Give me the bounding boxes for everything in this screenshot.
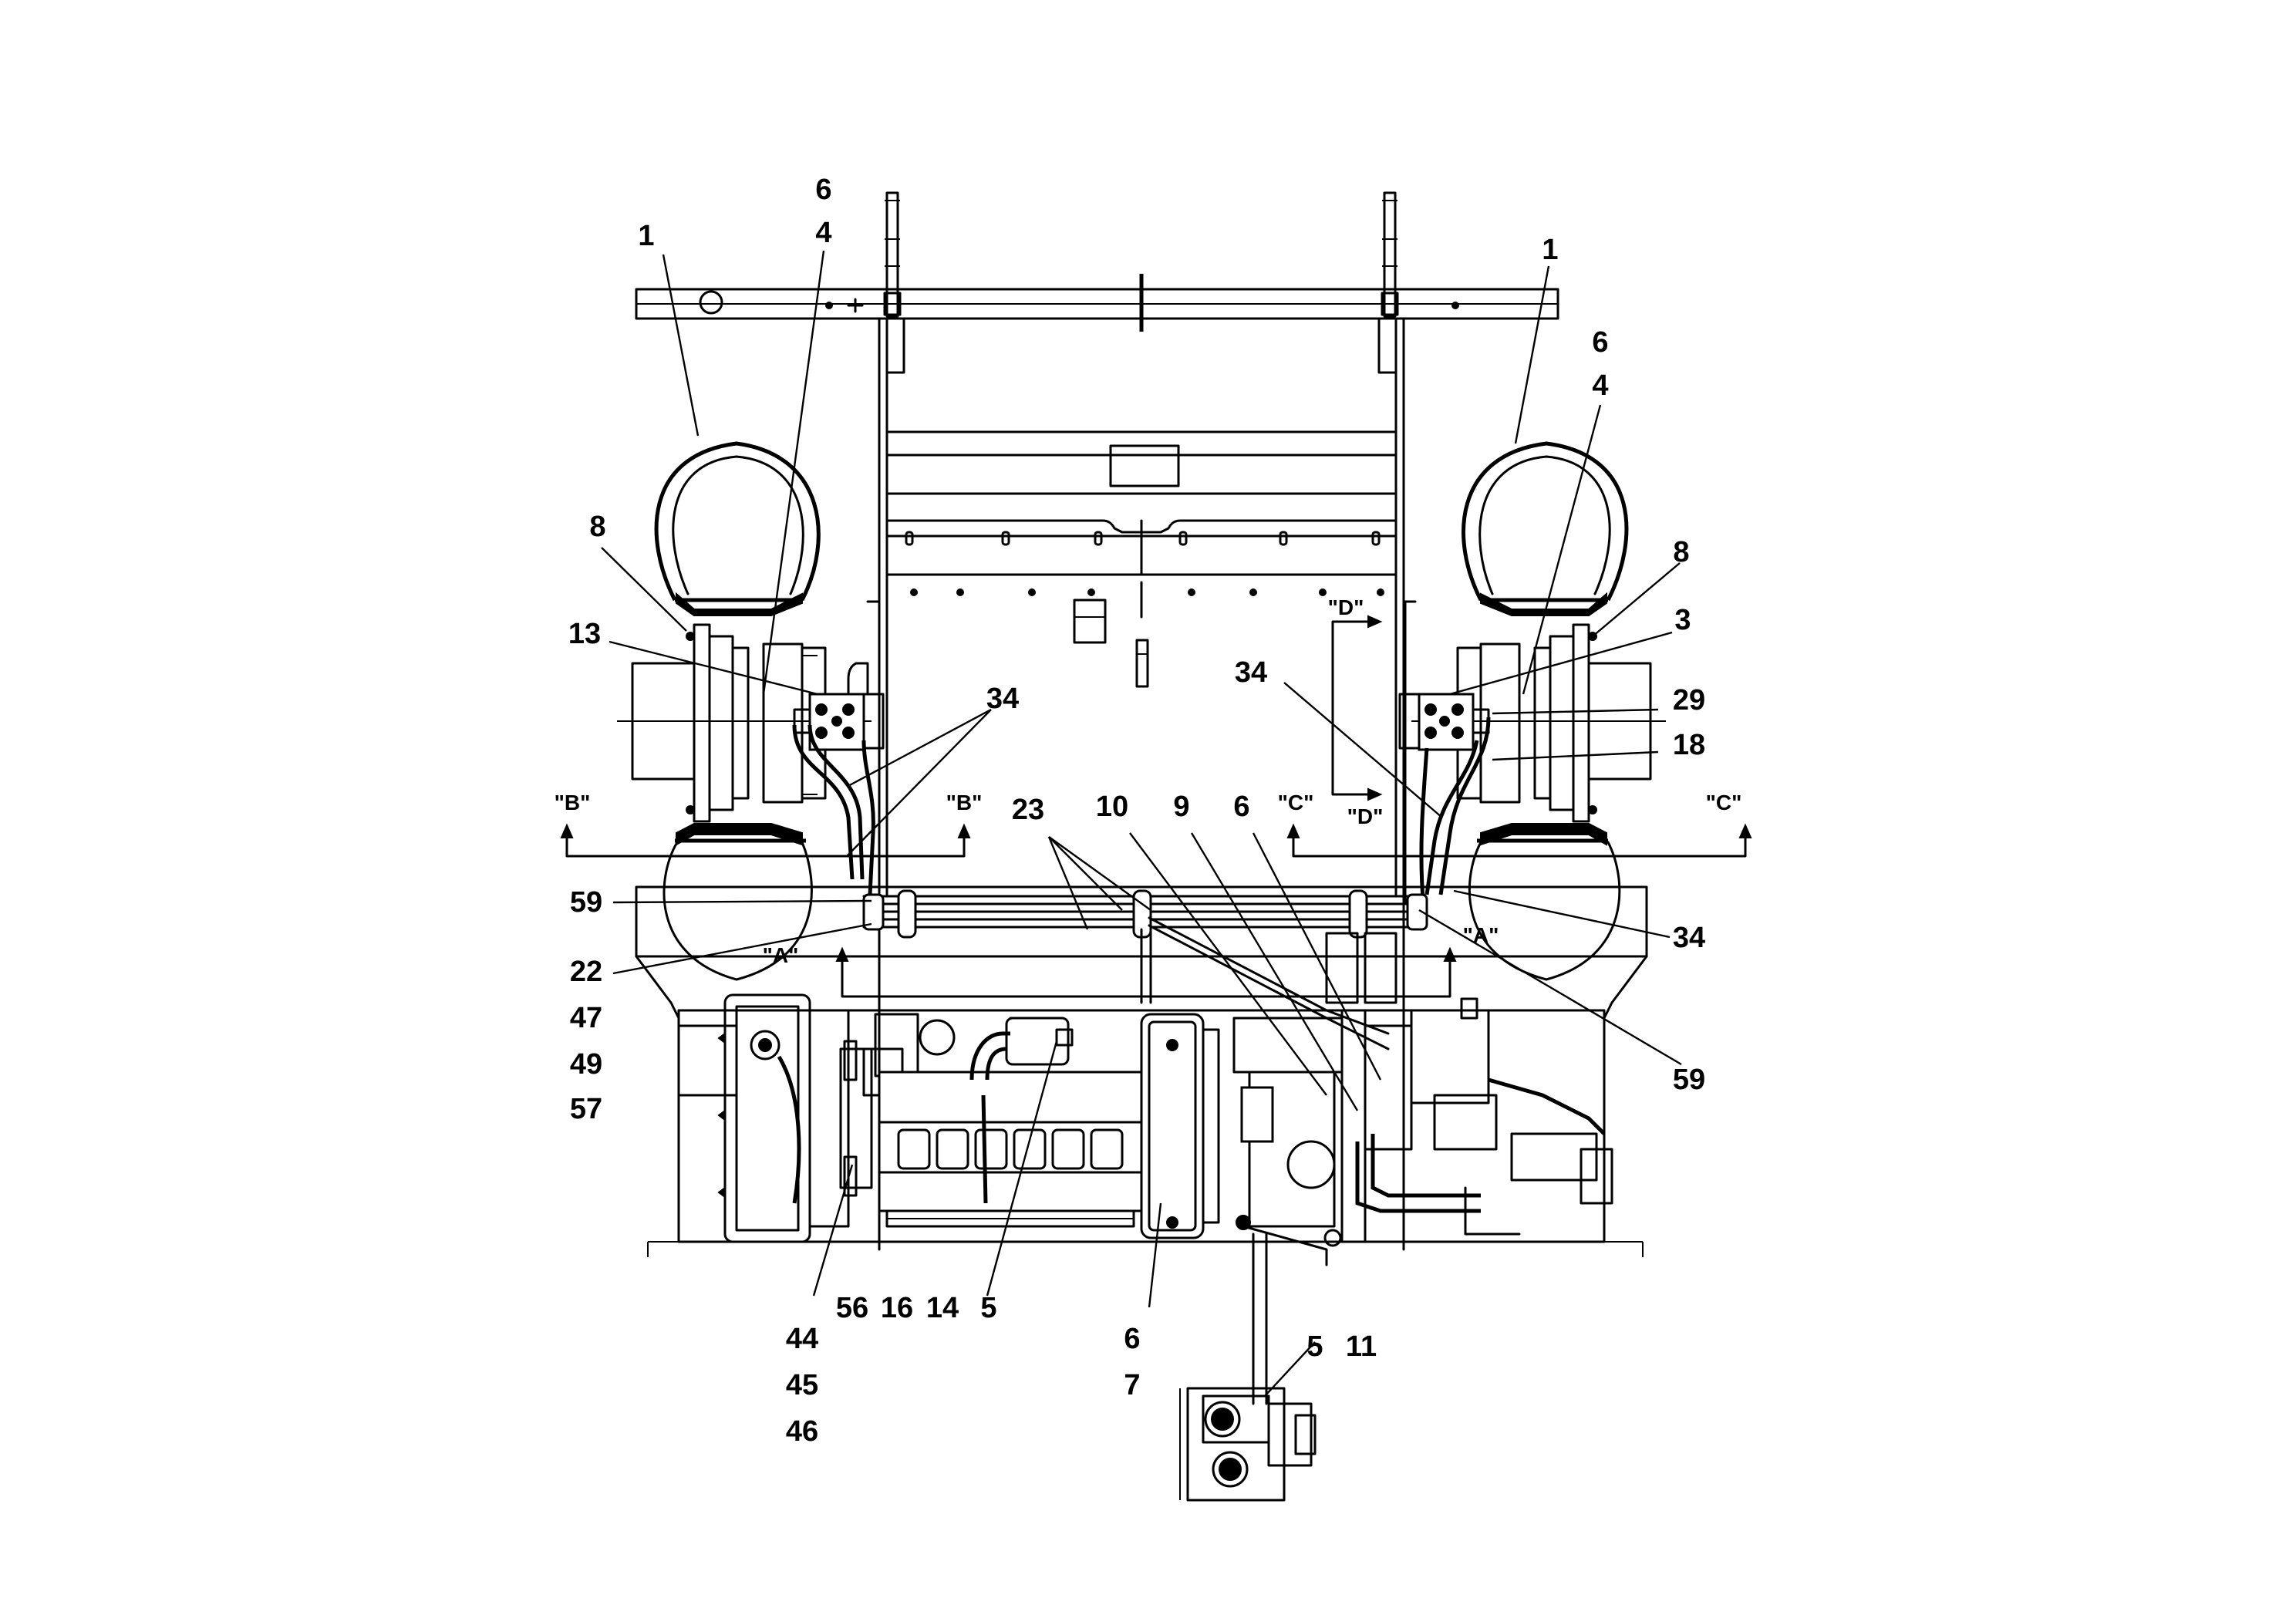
callout-1-right: 1	[1542, 234, 1558, 266]
callout-56: 56	[836, 1292, 868, 1324]
right-lifting-eye	[1381, 191, 1399, 318]
callout-6-center: 6	[1233, 791, 1249, 823]
section-c-line	[1286, 823, 1752, 858]
section-label-d-top: "D"	[1328, 595, 1364, 619]
callout-6-right: 6	[1592, 326, 1608, 359]
callout-49: 49	[570, 1048, 602, 1081]
hydraulic-pump	[1232, 1017, 1344, 1266]
callout-labels: 1 6 4 1 6 4 8 13 34 8 3 34 29 18 23 10 9…	[568, 174, 1705, 1448]
callout-5-inset: 5	[1306, 1330, 1323, 1363]
callout-14: 14	[926, 1292, 959, 1324]
callout-34-mid: 34	[986, 683, 1019, 715]
callout-8-left: 8	[589, 511, 605, 543]
callout-6-top-left: 6	[815, 174, 831, 206]
section-label-c-left: "C"	[1278, 791, 1314, 814]
radiator-cooler	[717, 993, 858, 1243]
callout-7: 7	[1124, 1369, 1140, 1401]
callout-34-low-right: 34	[1673, 922, 1705, 954]
section-label-b-left: "B"	[555, 791, 591, 814]
callout-59-left: 59	[570, 886, 602, 919]
left-drive-motor	[792, 600, 885, 904]
callout-10: 10	[1096, 791, 1128, 823]
section-label-d-bottom: "D"	[1347, 804, 1384, 828]
callout-47: 47	[570, 1002, 602, 1034]
engine	[839, 1013, 1143, 1228]
callout-44: 44	[786, 1323, 818, 1355]
callout-9: 9	[1173, 791, 1189, 823]
callout-34-right: 34	[1235, 656, 1267, 689]
callout-18: 18	[1673, 729, 1705, 761]
callout-4-right: 4	[1592, 369, 1608, 402]
section-a-line	[835, 946, 1457, 998]
callout-4-top-left: 4	[815, 217, 831, 249]
callout-23: 23	[1012, 794, 1044, 826]
callout-22: 22	[570, 956, 602, 988]
leader-lines	[601, 250, 1682, 1397]
callout-45: 45	[786, 1369, 818, 1401]
top-beam	[635, 274, 1559, 332]
section-label-a-right: "A"	[1463, 923, 1499, 947]
callout-16: 16	[881, 1292, 913, 1324]
hose-bundle	[862, 889, 1428, 1050]
callout-57: 57	[570, 1093, 602, 1125]
left-lifting-eye	[883, 191, 902, 318]
callout-5-bottom: 5	[980, 1292, 996, 1324]
section-label-b-right: "B"	[946, 791, 983, 814]
section-label-c-right: "C"	[1706, 791, 1742, 814]
control-valves	[1325, 932, 1613, 1243]
callout-8-right: 8	[1673, 536, 1689, 568]
pump-detail-inset	[1179, 1233, 1317, 1502]
section-d-line	[1331, 615, 1383, 801]
callout-3: 3	[1674, 604, 1691, 636]
callout-1-left: 1	[638, 220, 654, 252]
section-b-line	[560, 823, 971, 858]
callout-6-bottom: 6	[1124, 1323, 1140, 1355]
callout-59-right: 59	[1673, 1064, 1705, 1096]
right-drive-motor	[1398, 600, 1491, 904]
section-labels: "B" "B" "C" "C" "D" "D" "A" "A"	[555, 595, 1742, 967]
left-tire	[654, 441, 821, 981]
callout-29: 29	[1673, 684, 1705, 717]
section-label-a-left: "A"	[763, 943, 799, 967]
callout-11: 11	[1346, 1330, 1377, 1363]
callout-13: 13	[568, 618, 601, 650]
callout-46: 46	[786, 1415, 818, 1448]
flywheel-housing	[1140, 1013, 1220, 1239]
